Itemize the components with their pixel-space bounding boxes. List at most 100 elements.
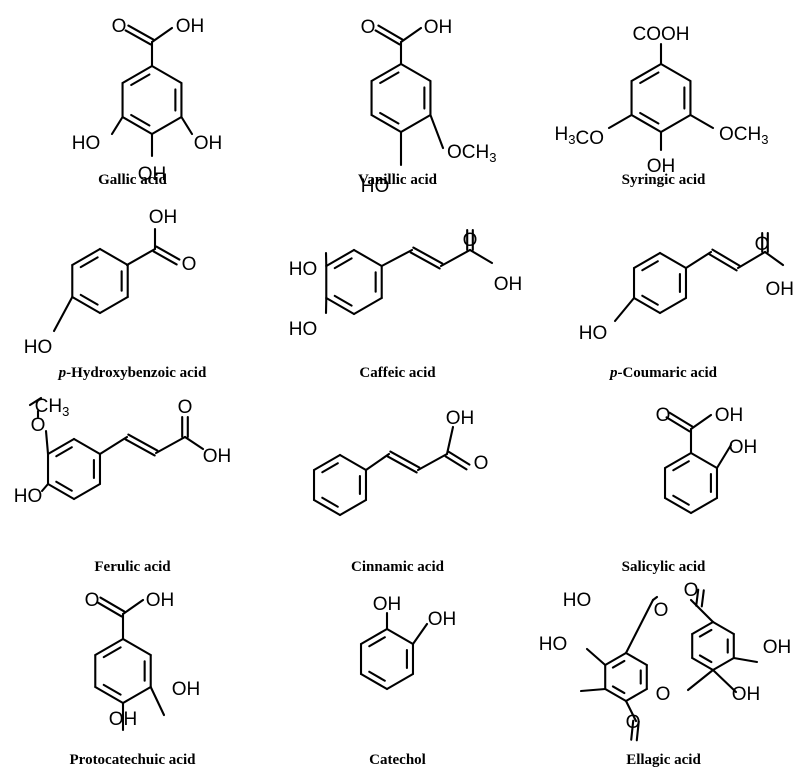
bond-line: [359, 627, 389, 646]
bond-line: [409, 251, 441, 270]
bond-line: [359, 672, 389, 691]
atom-label: O: [31, 415, 46, 436]
compound-name: Ferulic acid: [0, 559, 265, 576]
bond-line: [411, 622, 429, 646]
bond-line: [183, 435, 205, 451]
atom-text: O: [112, 16, 127, 37]
atom-label: OH: [194, 133, 223, 154]
bond-line: [338, 498, 368, 517]
atom-label: O: [656, 405, 671, 426]
bond-line: [663, 451, 693, 470]
bond-line: [152, 250, 178, 266]
bond-line: [604, 687, 628, 703]
bond-line: [607, 113, 633, 130]
atom-label: O: [463, 230, 478, 251]
bond-line: [79, 293, 99, 306]
bond-line: [611, 659, 626, 669]
atom-label: O: [182, 254, 197, 275]
bond-line: [325, 296, 356, 316]
bond-line: [325, 248, 356, 268]
bond-line: [659, 113, 692, 134]
bond-line: [333, 257, 353, 270]
bond-line: [127, 433, 159, 452]
bond-line: [72, 437, 102, 456]
bond-line: [663, 496, 693, 515]
compound-name: Ellagic acid: [531, 752, 796, 769]
compound-name: Protocatechuic acid: [0, 752, 265, 769]
bond-line: [711, 248, 741, 267]
bond-line: [150, 26, 174, 44]
atom-label: OH: [766, 279, 795, 300]
name-text: Salicylic acid: [621, 559, 706, 575]
bond-line: [149, 685, 166, 717]
bond-line: [659, 62, 692, 83]
atom-label: OH: [138, 164, 167, 185]
atom-label: HO: [361, 176, 390, 197]
atom-text: OH: [146, 590, 175, 611]
name-text: Caffeic acid: [359, 365, 436, 381]
bond-line: [368, 636, 386, 648]
bond-line: [658, 251, 688, 270]
bond-line: [689, 413, 713, 431]
atom-label: COOH: [633, 24, 690, 45]
bond-line: [763, 250, 785, 267]
bond-line: [447, 450, 471, 466]
bond-line: [124, 438, 156, 457]
bond-line: [321, 462, 339, 474]
atom-text: O: [361, 17, 376, 38]
atom-text: OH: [763, 637, 792, 658]
atom-text: OH: [373, 594, 402, 615]
bond-line: [370, 62, 403, 83]
bond-line: [624, 651, 648, 667]
atom-label: OH: [715, 405, 744, 426]
atom-text: HO: [289, 319, 318, 340]
atom-text: HO: [539, 634, 568, 655]
bond-line: [613, 296, 636, 323]
bond-line: [389, 450, 421, 469]
atom-text: HO: [289, 259, 318, 280]
bond-line: [110, 115, 124, 136]
compound-name: Salicylic acid: [531, 559, 796, 576]
bond-line: [121, 115, 154, 136]
atom-label: O: [85, 590, 100, 611]
bond-line: [658, 296, 688, 315]
compound-name: Gallic acid: [0, 172, 265, 189]
bond-line: [377, 24, 404, 41]
atom-text: OH: [446, 408, 475, 429]
bond-line: [379, 111, 400, 125]
bond-line: [585, 647, 607, 667]
bond-line: [121, 685, 152, 705]
bond-line: [72, 482, 102, 501]
bond-line: [399, 113, 432, 134]
bond-line: [672, 494, 690, 506]
bond-line: [121, 64, 154, 85]
atom-label: OH: [176, 16, 205, 37]
bond-line: [672, 460, 690, 472]
compound-name: Catechol: [265, 752, 530, 769]
bond-line: [370, 113, 403, 134]
bond-line: [684, 250, 713, 270]
compound-name: p-Hydroxybenzoic acid: [0, 365, 265, 382]
bond-line: [715, 443, 733, 470]
atom-text: O: [654, 600, 669, 621]
atom-text: CH: [35, 396, 62, 417]
bond-line: [736, 250, 767, 270]
bond-line: [708, 253, 738, 272]
atom-text: O: [626, 712, 641, 733]
atom-label: OH: [172, 679, 201, 700]
atom-label: OCH3: [719, 124, 768, 147]
atom-text: OH: [172, 679, 201, 700]
bond-line: [689, 451, 719, 470]
bond-line: [102, 683, 122, 696]
atom-text: OH: [715, 405, 744, 426]
bond-line: [40, 482, 50, 493]
